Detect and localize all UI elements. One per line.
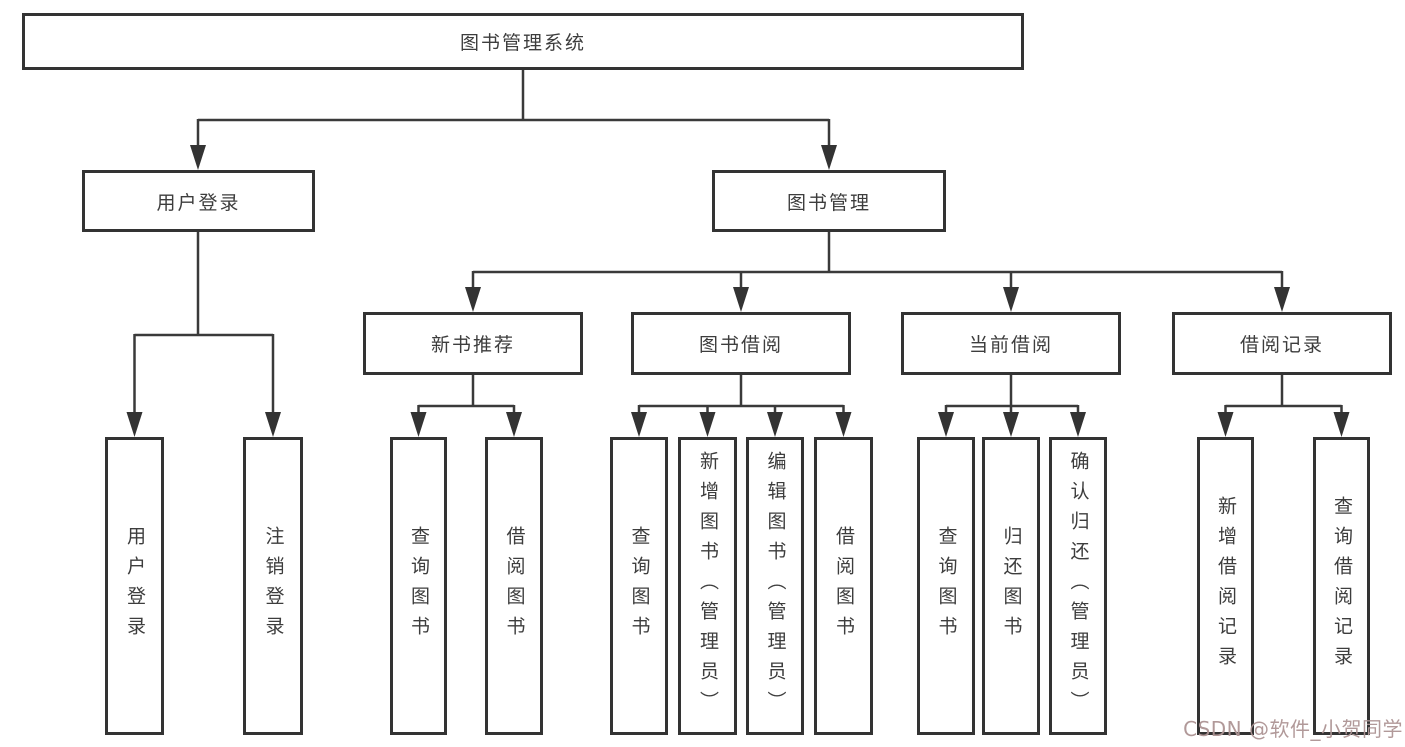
node-book-management-label: 图书管理: [786, 191, 871, 214]
node-book-borrowing: 图书借阅: [631, 312, 851, 375]
node-leaf-confirm-return-admin: 确认归还（管理员）: [1049, 437, 1107, 735]
node-borrowing-records-label: 借阅记录: [1239, 334, 1324, 356]
node-leaf-logout-label: 注销登录: [262, 526, 285, 646]
node-leaf-add-borrow-record-label: 新增借阅记录: [1215, 496, 1237, 676]
node-leaf-return-book: 归还图书: [982, 437, 1040, 735]
node-borrowing-records: 借阅记录: [1172, 312, 1392, 375]
node-leaf-query-borrow-record: 查询借阅记录: [1313, 437, 1370, 735]
node-leaf-query-books-current-label: 查询图书: [935, 526, 958, 646]
node-leaf-add-borrow-record: 新增借阅记录: [1197, 437, 1254, 735]
node-library-system-label: 图书管理系统: [459, 32, 586, 54]
node-leaf-logout: 注销登录: [243, 437, 303, 735]
node-leaf-borrow-books-recommend: 借阅图书: [485, 437, 543, 735]
node-book-management: 图书管理: [712, 170, 946, 232]
node-user-login: 用户登录: [82, 170, 315, 232]
node-leaf-return-book-label: 归还图书: [1000, 526, 1023, 646]
node-current-borrowing-label: 当前借阅: [968, 334, 1053, 356]
node-new-book-recommend: 新书推荐: [363, 312, 583, 375]
node-library-system: 图书管理系统: [22, 13, 1024, 70]
node-user-login-label: 用户登录: [156, 191, 241, 214]
node-leaf-query-books-current: 查询图书: [917, 437, 975, 735]
node-leaf-add-book-admin-label: 新增图书（管理员）: [697, 451, 719, 721]
node-leaf-query-books-borrowing: 查询图书: [610, 437, 668, 735]
node-leaf-borrow-books-recommend-label: 借阅图书: [503, 526, 526, 646]
csdn-watermark: CSDN @软件_小贺同学: [1183, 717, 1403, 741]
arrowheads: [126, 145, 1350, 437]
node-leaf-add-book-admin: 新增图书（管理员）: [678, 437, 737, 735]
node-leaf-query-borrow-record-label: 查询借阅记录: [1331, 496, 1353, 676]
node-leaf-query-books-recommend-label: 查询图书: [408, 526, 430, 646]
node-leaf-query-books-borrowing-label: 查询图书: [628, 526, 651, 646]
node-leaf-edit-book-admin-label: 编辑图书（管理员）: [764, 451, 787, 721]
node-book-borrowing-label: 图书借阅: [698, 334, 783, 356]
node-current-borrowing: 当前借阅: [901, 312, 1121, 375]
node-leaf-user-login: 用户登录: [105, 437, 164, 735]
node-new-book-recommend-label: 新书推荐: [430, 334, 515, 356]
node-leaf-edit-book-admin: 编辑图书（管理员）: [746, 437, 804, 735]
node-leaf-confirm-return-admin-label: 确认归还（管理员）: [1067, 451, 1090, 721]
node-leaf-borrow-books-borrowing-label: 借阅图书: [833, 526, 855, 646]
node-leaf-borrow-books-borrowing: 借阅图书: [814, 437, 873, 735]
node-leaf-user-login-label: 用户登录: [124, 526, 146, 646]
node-leaf-query-books-recommend: 查询图书: [390, 437, 447, 735]
